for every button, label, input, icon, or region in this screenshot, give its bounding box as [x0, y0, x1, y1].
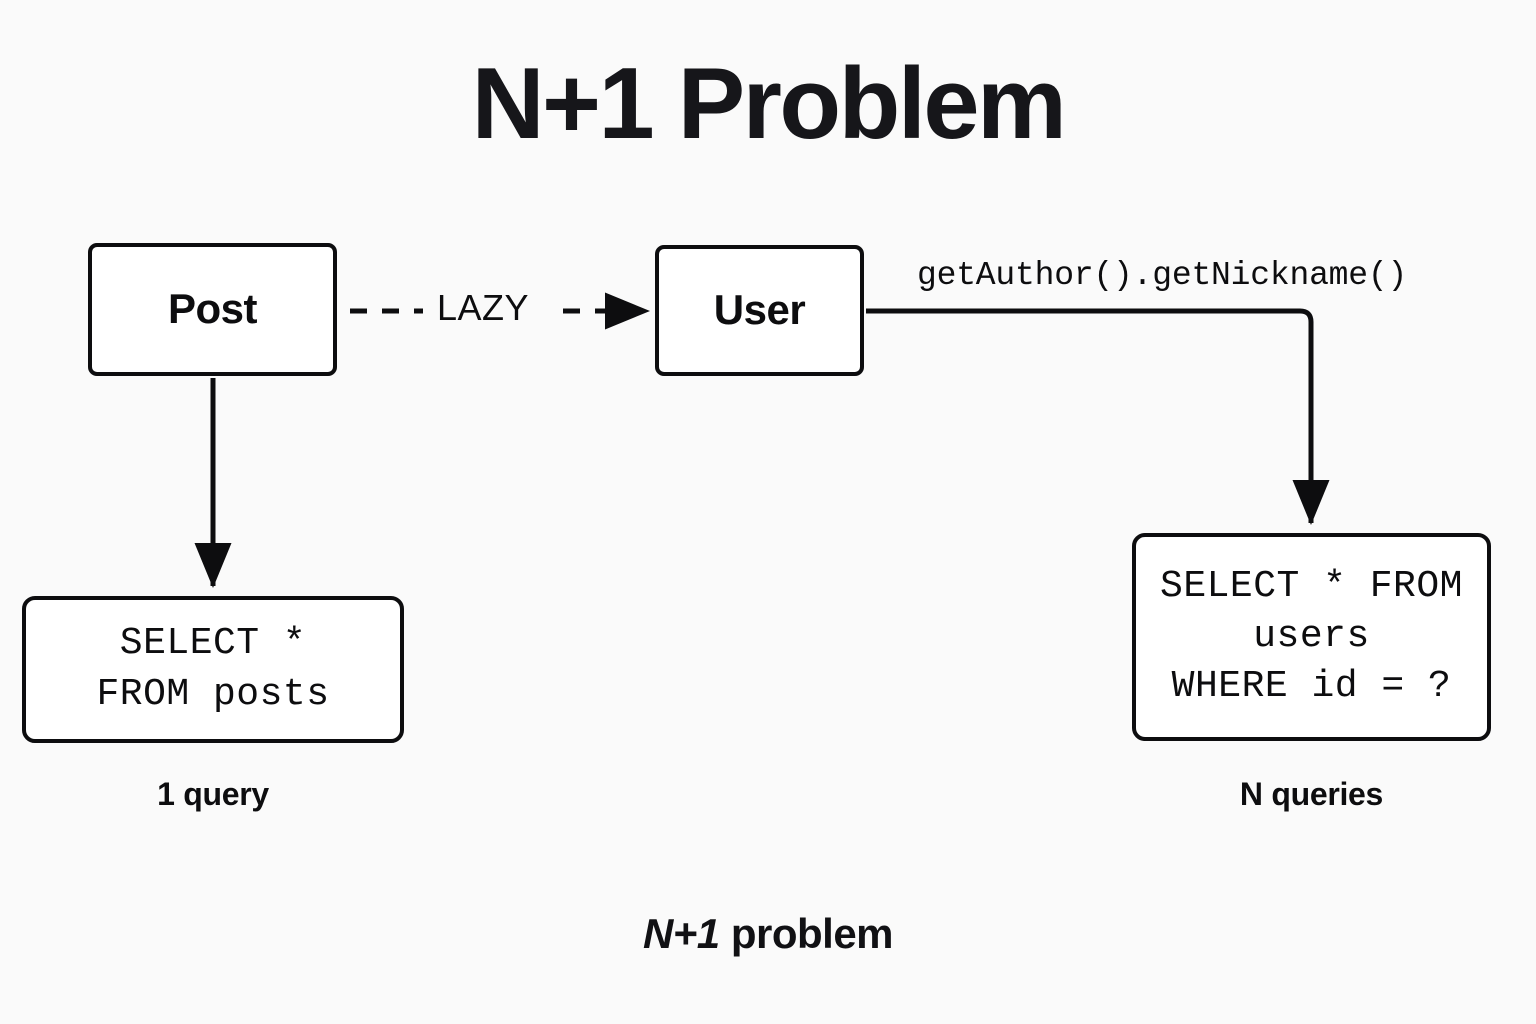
- edge-label-get-author-get-nickname: getAuthor().getNickname(): [917, 257, 1408, 294]
- sql-line: FROM posts: [96, 672, 330, 716]
- bottom-caption-emphasis: N+1: [642, 910, 720, 957]
- bottom-caption: N+1 problem: [0, 910, 1536, 958]
- sql-line: SELECT *: [119, 622, 307, 666]
- sql-box-posts-query[interactable]: SELECT * FROM posts: [22, 596, 404, 743]
- caption-users-query: N queries: [1239, 776, 1384, 812]
- sql-line: WHERE id = ?: [1171, 665, 1452, 709]
- caption-posts-query: 1 query: [157, 776, 269, 812]
- node-user-label: User: [713, 286, 806, 334]
- edge-user-to-users-query: [866, 308, 1330, 525]
- sql-box-users-query[interactable]: SELECT * FROM users WHERE id = ?: [1132, 533, 1491, 741]
- node-post-label: Post: [167, 285, 258, 333]
- node-post[interactable]: Post: [88, 243, 337, 376]
- sql-line: SELECT * FROM: [1160, 564, 1463, 608]
- page-title: N+1 Problem: [471, 48, 1067, 160]
- sql-line: users: [1253, 614, 1370, 658]
- bottom-caption-rest: problem: [719, 910, 894, 957]
- edge-label-lazy: LAZY: [437, 287, 530, 328]
- node-user[interactable]: User: [655, 245, 864, 376]
